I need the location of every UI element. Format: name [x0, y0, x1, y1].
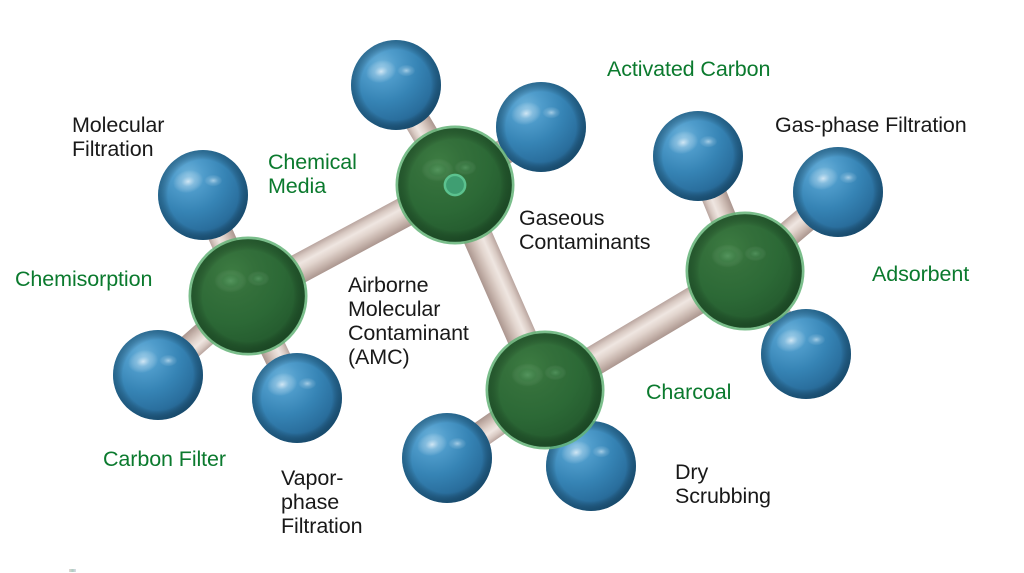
sphere-highlight-secondary	[159, 354, 178, 367]
sphere-rim-shade	[793, 147, 883, 237]
label-dry-scrubbing: Dry Scrubbing	[675, 460, 771, 509]
bond-cylinder	[575, 281, 715, 380]
sphere-highlight-secondary	[204, 174, 223, 187]
sphere-rim-shade	[158, 150, 248, 240]
label-adsorbent: Adsorbent	[872, 262, 970, 286]
bond-g-bottom-g-right	[575, 281, 715, 380]
sphere-rim-shade	[488, 333, 602, 447]
sphere-center-dot	[443, 173, 467, 197]
sphere-rim-shade	[496, 82, 586, 172]
atom-b-9-blue	[793, 147, 883, 237]
atom-b-8-blue	[653, 111, 743, 201]
sphere-highlight-secondary	[298, 377, 317, 390]
sphere-highlight-primary	[366, 59, 397, 84]
sphere-rim-shade	[688, 214, 802, 328]
sphere-highlight-secondary	[454, 160, 477, 176]
label-vapor-phase-filtration: Vapor- phase Filtration	[281, 466, 363, 539]
atom-b-2-blue	[496, 82, 586, 172]
atom-b-4-blue	[113, 330, 203, 420]
sphere-highlight-primary	[267, 372, 298, 397]
sphere-highlight-secondary	[807, 333, 826, 346]
atom-g-bottom-green	[485, 330, 605, 450]
atom-b-10-blue	[761, 309, 851, 399]
sphere-highlight-primary	[711, 244, 744, 268]
sphere-rim-shade	[653, 111, 743, 201]
label-charcoal: Charcoal	[646, 380, 732, 404]
atom-b-1-blue	[351, 40, 441, 130]
sphere-outline	[188, 236, 308, 356]
label-activated-carbon: Activated Carbon	[607, 57, 771, 81]
sphere-rim-shade	[113, 330, 203, 420]
sphere-highlight-primary	[511, 363, 544, 387]
label-carbon-filter: Carbon Filter	[103, 447, 226, 471]
sphere-highlight-primary	[561, 440, 592, 465]
bond-cylinder	[279, 193, 424, 288]
sphere-highlight-secondary	[744, 246, 767, 262]
label-molecular-filtration: Molecular Filtration	[72, 113, 165, 162]
atom-g-top-green	[395, 125, 515, 245]
label-chemisorption: Chemisorption	[15, 267, 153, 291]
atom-b-3-blue	[158, 150, 248, 240]
atom-layer	[113, 40, 883, 511]
sphere-outline	[395, 125, 515, 245]
sphere-highlight-primary	[214, 269, 247, 293]
atom-g-right-green	[685, 211, 805, 331]
sphere-highlight-secondary	[839, 171, 858, 184]
sphere-highlight-primary	[417, 432, 448, 457]
sphere-outline	[685, 211, 805, 331]
bond-g-left-g-top	[279, 193, 424, 288]
sphere-highlight-primary	[421, 158, 454, 182]
sphere-highlight-secondary	[592, 445, 611, 458]
label-chemical-media: Chemical Media	[268, 150, 357, 199]
atom-b-5-blue	[252, 353, 342, 443]
sphere-outline	[485, 330, 605, 450]
sphere-highlight-secondary	[544, 365, 567, 381]
atom-g-left-green	[188, 236, 308, 356]
sphere-rim-shade	[191, 239, 305, 353]
sphere-highlight-primary	[668, 130, 699, 155]
sphere-highlight-secondary	[542, 106, 561, 119]
bond-cylinder	[459, 218, 541, 357]
label-airborne-molecular-contaminant: Airborne Molecular Contaminant (AMC)	[348, 273, 469, 370]
label-gas-phase-filtration: Gas-phase Filtration	[775, 113, 967, 137]
sphere-highlight-secondary	[397, 64, 416, 77]
sphere-highlight-secondary	[699, 135, 718, 148]
sphere-rim-shade	[402, 413, 492, 503]
scan-artifact-mark	[69, 569, 76, 572]
sphere-rim-shade	[252, 353, 342, 443]
sphere-rim-shade	[761, 309, 851, 399]
sphere-highlight-primary	[808, 166, 839, 191]
sphere-highlight-secondary	[448, 437, 467, 450]
sphere-highlight-primary	[776, 328, 807, 353]
sphere-highlight-primary	[128, 349, 159, 374]
sphere-rim-shade	[351, 40, 441, 130]
sphere-highlight-primary	[511, 101, 542, 126]
atom-b-6-blue	[402, 413, 492, 503]
sphere-highlight-secondary	[247, 271, 270, 287]
bond-g-top-g-bottom	[459, 218, 541, 357]
sphere-highlight-primary	[173, 169, 204, 194]
label-gaseous-contaminants: Gaseous Contaminants	[519, 206, 651, 255]
